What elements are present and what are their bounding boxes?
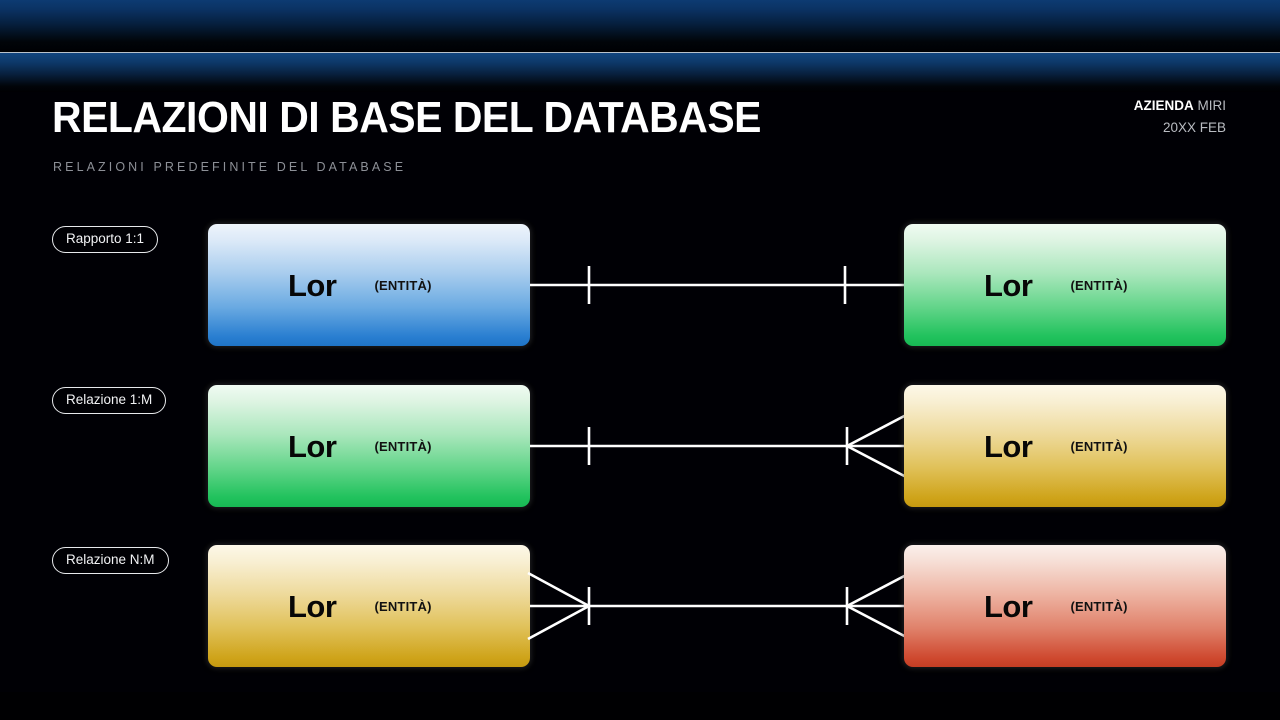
entity-tag: (ENTITÀ) xyxy=(1070,438,1128,454)
entity-box-left-row2[interactable]: Lor (ENTITÀ) xyxy=(208,385,530,507)
crows-foot-right xyxy=(846,571,911,641)
entity-tag: (ENTITÀ) xyxy=(1070,277,1128,293)
company-name: AZIENDA xyxy=(1133,98,1194,113)
entity-box-left-row1[interactable]: Lor (ENTITÀ) xyxy=(208,224,530,346)
meta-block: AZIENDA MIRI 20XX FEB xyxy=(1134,95,1226,139)
row-badge-n-m[interactable]: Relazione N:M xyxy=(52,547,169,574)
entity-content: Lor (ENTITÀ) xyxy=(208,385,530,507)
page-title: RELAZIONI DI BASE DEL DATABASE xyxy=(52,93,762,142)
entity-content: Lor (ENTITÀ) xyxy=(904,545,1226,667)
company-line: AZIENDA MIRI xyxy=(1134,95,1226,117)
crows-foot-left xyxy=(527,571,590,641)
entity-box-right-row3[interactable]: Lor (ENTITÀ) xyxy=(904,545,1226,667)
entity-name: Lor xyxy=(984,267,1033,303)
entity-name: Lor xyxy=(288,267,337,303)
entity-box-right-row1[interactable]: Lor (ENTITÀ) xyxy=(904,224,1226,346)
entity-tag: (ENTITÀ) xyxy=(1070,598,1128,614)
entity-content: Lor (ENTITÀ) xyxy=(904,224,1226,346)
date-line: 20XX FEB xyxy=(1162,120,1226,135)
entity-box-left-row3[interactable]: Lor (ENTITÀ) xyxy=(208,545,530,667)
entity-name: Lor xyxy=(288,588,337,624)
entity-tag: (ENTITÀ) xyxy=(374,598,432,614)
row-badge-1-m[interactable]: Relazione 1:M xyxy=(52,387,167,414)
entity-content: Lor (ENTITÀ) xyxy=(904,385,1226,507)
header-band-upper xyxy=(0,0,1280,52)
header-band-divider xyxy=(0,52,1280,53)
entity-box-right-row2[interactable]: Lor (ENTITÀ) xyxy=(904,385,1226,507)
connector-one-to-one xyxy=(530,266,910,304)
entity-name: Lor xyxy=(984,428,1033,464)
entity-content: Lor (ENTITÀ) xyxy=(208,224,530,346)
connector-one-to-many xyxy=(530,411,911,481)
company-suffix: MIRI xyxy=(1197,98,1227,113)
entity-name: Lor xyxy=(288,428,337,464)
entity-tag: (ENTITÀ) xyxy=(374,277,432,293)
page-subtitle: RELAZIONI PREDEFINITE DEL DATABASE xyxy=(53,160,407,174)
connector-many-to-many xyxy=(527,571,911,641)
crows-foot-right xyxy=(846,411,911,481)
relationship-row: Relazione 1:M Lor (ENTITÀ) Lor (ENTITÀ) xyxy=(0,366,1280,526)
relationship-row: Relazione N:M Lor (ENTITÀ) Lor (EN xyxy=(0,526,1280,686)
footer-strip xyxy=(0,692,1280,720)
entity-name: Lor xyxy=(984,588,1033,624)
entity-tag: (ENTITÀ) xyxy=(374,438,432,454)
header-band-lower xyxy=(0,53,1280,92)
row-badge-1-1[interactable]: Rapporto 1:1 xyxy=(52,226,159,253)
entity-content: Lor (ENTITÀ) xyxy=(208,545,530,667)
relationship-row: Rapporto 1:1 Lor (ENTITÀ) Lor (ENTITÀ) xyxy=(0,205,1280,365)
decorative-header-bands xyxy=(0,0,1280,92)
